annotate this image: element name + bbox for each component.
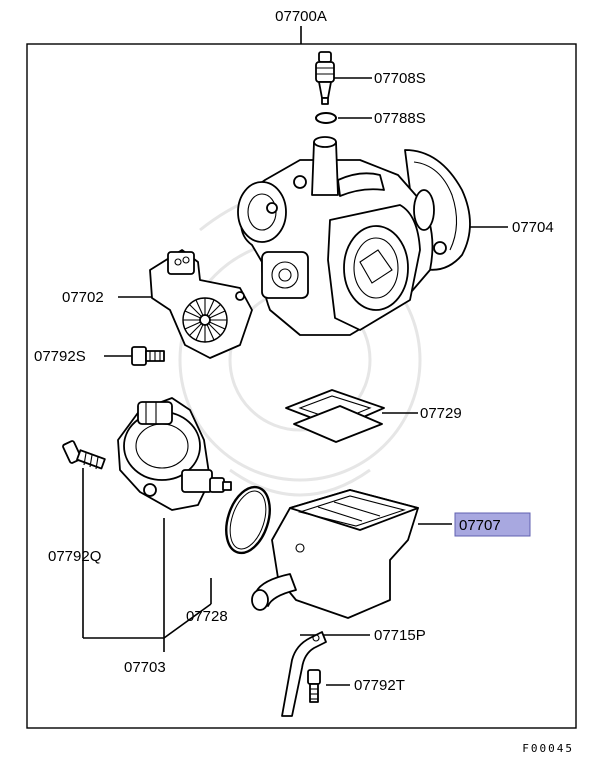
label-07729[interactable]: 07729	[420, 405, 462, 422]
part-07792T-screw	[307, 669, 321, 703]
figure-id: F00045	[522, 742, 574, 755]
label-07792T[interactable]: 07792T	[354, 677, 405, 694]
label-07792Q[interactable]: 07792Q	[48, 548, 101, 565]
selected-part-highlight	[454, 512, 531, 537]
label-07728[interactable]: 07728	[186, 608, 228, 625]
frame-label: 07700A	[275, 8, 327, 25]
part-07792S-screw	[131, 346, 165, 366]
part-07707-cover	[251, 489, 419, 619]
part-07708S-sensor	[315, 51, 335, 105]
label-07702[interactable]: 07702	[62, 289, 104, 306]
part-07792Q-bolt	[62, 440, 106, 470]
label-07704[interactable]: 07704	[512, 219, 554, 236]
part-07728-oring	[225, 485, 271, 555]
part-07788S-oring	[315, 112, 337, 124]
label-07703[interactable]: 07703	[124, 659, 166, 676]
label-07792S[interactable]: 07792S	[34, 348, 86, 365]
assembly-frame	[26, 43, 577, 729]
label-07707[interactable]: 07707	[459, 517, 501, 534]
part-07728-oring-inner	[229, 490, 267, 550]
part-07703-idle-valve	[117, 397, 232, 511]
label-07715P[interactable]: 07715P	[374, 627, 426, 644]
leader-lines	[82, 77, 508, 686]
part-07729-gasket	[285, 389, 385, 443]
part-07715P-bracket	[281, 631, 327, 717]
label-07788S[interactable]: 07788S	[374, 110, 426, 127]
part-07702-tps	[149, 249, 253, 359]
part-07704-throttle-body	[237, 136, 471, 336]
label-07708S[interactable]: 07708S	[374, 70, 426, 87]
